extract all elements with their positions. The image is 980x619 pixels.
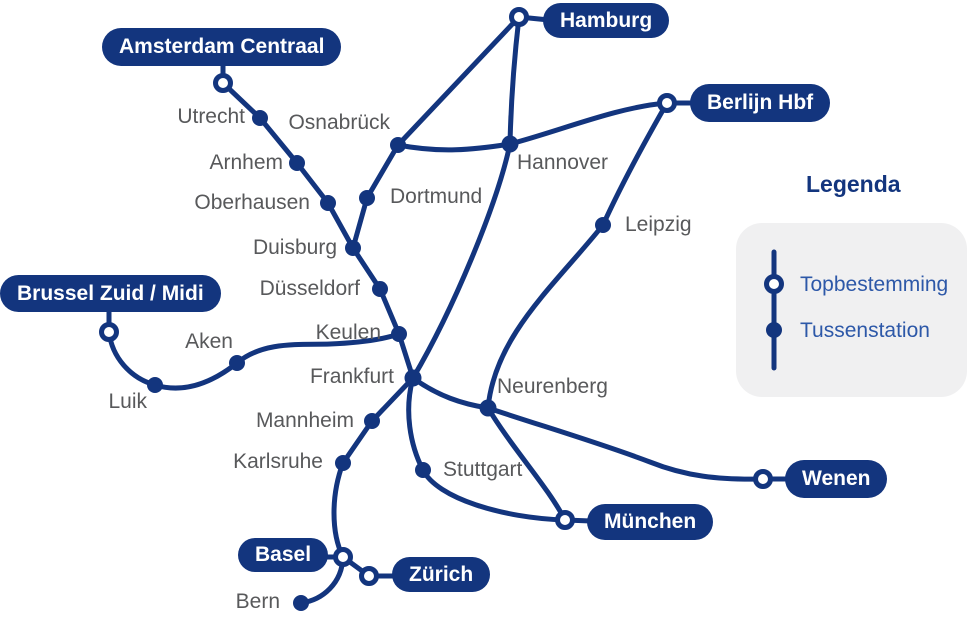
station-label-aken: Aken <box>185 330 233 353</box>
station-label-hannover: Hannover <box>517 151 609 174</box>
destination-badge-brussel-zuid-midi: Brussel Zuid / Midi <box>0 275 221 312</box>
legend-title: Legenda <box>806 171 901 197</box>
station-label-stuttgart: Stuttgart <box>443 458 523 481</box>
station-label-osnabruck: Osnabrück <box>288 111 390 134</box>
station-dot-karlsruhe <box>335 455 351 471</box>
station-dot-duisburg <box>345 240 361 256</box>
destination-circle-berlijn <box>657 93 677 113</box>
destination-circle-zurich <box>359 566 379 586</box>
station-label-oberhausen: Oberhausen <box>194 191 310 214</box>
route-hannover-berlijn <box>507 100 670 147</box>
station-dot-dortmund <box>359 190 375 206</box>
station-label-frankfurt: Frankfurt <box>309 365 394 388</box>
route-hannover-frankfurt <box>410 141 513 381</box>
destination-badge-amsterdam-centraal: Amsterdam Centraal <box>102 28 342 66</box>
route-osnabruck-hannover <box>395 141 513 153</box>
station-dot-hannover <box>501 135 519 153</box>
station-label-karlsruhe: Karlsruhe <box>233 450 323 473</box>
destination-circle-wenen <box>753 469 773 489</box>
station-dot-frankfurt <box>404 369 422 387</box>
legend-item-tussenstation: Tussenstation <box>800 319 930 342</box>
station-label-bern: Bern <box>235 590 280 613</box>
destination-circle-basel <box>333 547 353 567</box>
destination-badge-munchen: München <box>587 504 714 540</box>
route-neurenberg-wenen <box>485 405 766 482</box>
station-label-dortmund: Dortmund <box>390 185 483 208</box>
route-frankfurt-neurenberg <box>410 375 491 411</box>
station-dot-dusseldorf <box>372 281 388 297</box>
station-label-arnhem: Arnhem <box>209 151 283 174</box>
route-neurenberg-munchen <box>485 405 568 523</box>
destination-badge-zurich: Zürich <box>392 557 491 592</box>
route-berlijn-leipzig-neurenberg <box>485 100 670 411</box>
station-dot-luik <box>147 377 163 393</box>
destination-circle-brussel <box>99 322 119 342</box>
station-label-utrecht: Utrecht <box>177 105 245 128</box>
destination-badge-berlijn-hbf: Berlijn Hbf <box>690 84 831 122</box>
station-dot-osnabruck <box>390 137 406 153</box>
destination-circle-amsterdam <box>213 73 233 93</box>
station-label-duisburg: Duisburg <box>252 236 337 259</box>
station-dot-keulen <box>391 326 407 342</box>
legend-glyph <box>764 249 784 371</box>
destination-badge-basel: Basel <box>238 538 329 572</box>
station-dot-oberhausen <box>320 195 336 211</box>
station-dot-stuttgart <box>415 462 431 478</box>
destination-badge-hamburg: Hamburg <box>543 3 670 38</box>
station-dot-neurenberg <box>479 399 497 417</box>
destination-circle-hamburg <box>509 7 529 27</box>
station-dot-arnhem <box>289 155 305 171</box>
legend-open-circle-icon <box>764 274 784 294</box>
route-hamburg-hannover <box>507 14 522 147</box>
destination-circle-munchen <box>555 510 575 530</box>
station-dot-leipzig <box>595 217 611 233</box>
station-label-luik: Luik <box>108 390 147 413</box>
station-dot-utrecht <box>252 110 268 126</box>
station-label-keulen: Keulen <box>315 321 381 344</box>
legend-item-topbestemming: Topbestemming <box>800 273 949 296</box>
station-dot-mannheim <box>364 413 380 429</box>
legend-filled-dot-icon <box>766 322 782 338</box>
station-label-dusseldorf: Düsseldorf <box>259 277 360 300</box>
station-label-mannheim: Mannheim <box>255 409 354 432</box>
route-hamburg-osnabruck-duisburg <box>350 14 522 251</box>
station-dot-bern <box>293 595 309 611</box>
station-dot-aken <box>229 355 245 371</box>
route-amsterdam-frankfurt <box>220 80 416 381</box>
station-label-neurenberg: Neurenberg <box>497 375 608 398</box>
destination-badge-wenen: Wenen <box>785 460 888 498</box>
station-label-leipzig: Leipzig <box>625 213 692 236</box>
